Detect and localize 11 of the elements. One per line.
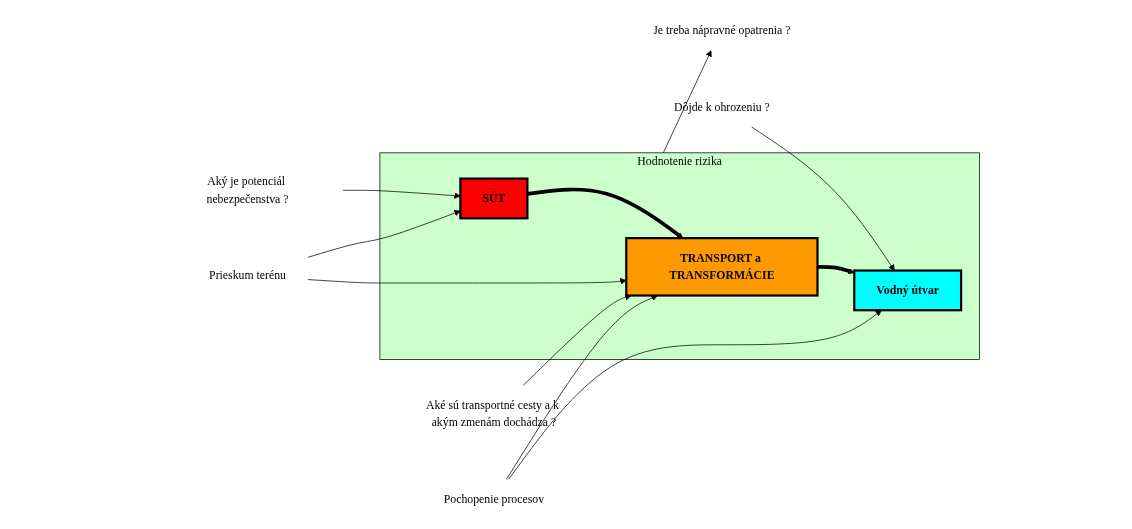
- node-text: Pochopenie procesov: [444, 492, 545, 505]
- node-box: SÚT: [459, 176, 529, 219]
- node-box: Vodný útvar: [853, 268, 963, 311]
- node-text: Dôjde k ohrozeniu ?: [674, 100, 771, 113]
- node-text: Aký je potenciál nebezpečenstva ?: [206, 174, 289, 205]
- arrow: [527, 187, 684, 238]
- node-text: Prieskum terénu: [209, 268, 287, 282]
- arrow: [817, 264, 855, 274]
- node-text: Je treba nápravné opatrenia ?: [653, 23, 791, 37]
- node-text: Aké sú transportné cesty a k akým zmenám dochádza ?: [426, 397, 560, 429]
- node-box: TRANSPORT a TRANSFORMÁCIE: [625, 236, 819, 297]
